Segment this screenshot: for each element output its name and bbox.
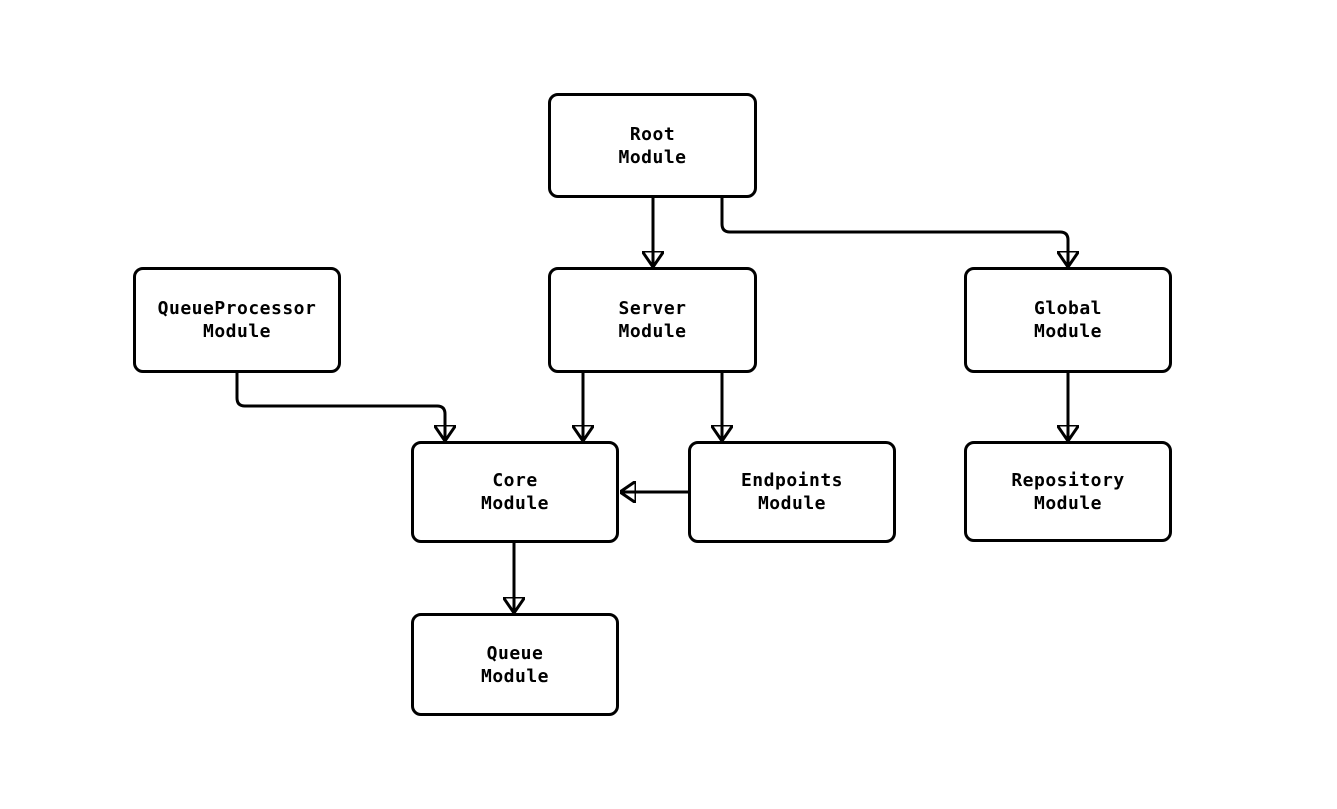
edge-queueprocessor-to-core xyxy=(235,373,445,439)
node-endpoints-module-label: Endpoints Module xyxy=(740,470,844,514)
node-queueprocessor-module: QueueProcessor Module xyxy=(133,267,341,373)
node-root-module: Root Module xyxy=(548,93,757,198)
node-global-module-label: Global Module xyxy=(1033,298,1103,342)
edge-root-to-global xyxy=(720,198,1068,265)
node-queue-module-label: Queue Module xyxy=(480,642,550,687)
node-queueprocessor-module-label: QueueProcessor Module xyxy=(157,298,317,342)
node-global-module: Global Module xyxy=(964,267,1172,373)
node-queue-module: Queue Module xyxy=(411,613,619,716)
node-root-module-label: Root Module xyxy=(618,123,687,168)
node-server-module: Server Module xyxy=(548,267,757,373)
node-server-module-label: Server Module xyxy=(618,298,687,342)
node-endpoints-module: Endpoints Module xyxy=(688,441,896,543)
node-repository-module-label: Repository Module xyxy=(1011,469,1125,514)
node-repository-module: Repository Module xyxy=(964,441,1172,542)
node-core-module: Core Module xyxy=(411,441,619,543)
node-core-module-label: Core Module xyxy=(480,470,550,514)
